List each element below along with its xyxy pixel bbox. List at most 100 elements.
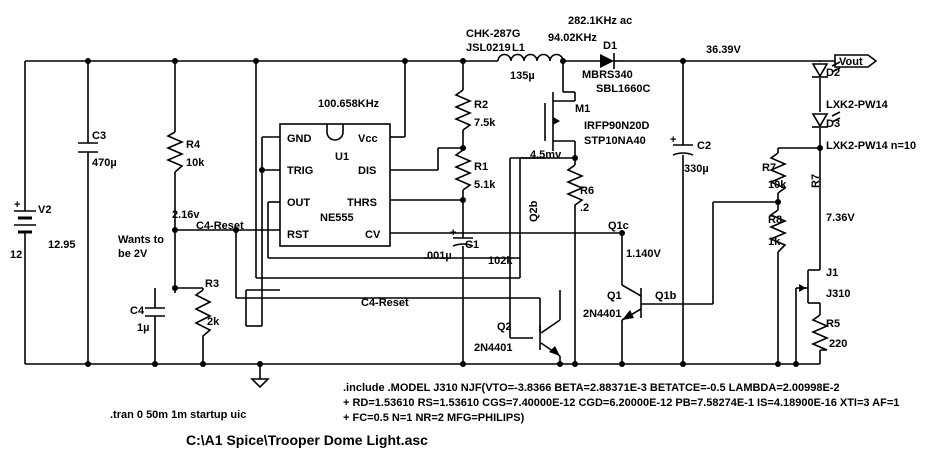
wants-line2: be 2V: [118, 248, 148, 260]
c4-name: C4: [130, 305, 145, 317]
v2-val1: 12.95: [48, 239, 76, 251]
r7-name: R7: [762, 162, 776, 174]
wants-line1: Wants to: [118, 234, 164, 246]
q1c: Q1c: [608, 220, 629, 232]
r6-name: R6: [580, 185, 594, 197]
c4reset-a: C4-Reset: [196, 220, 244, 232]
q2-part: 2N4401: [474, 342, 513, 354]
resistor-r3: [194, 289, 212, 340]
spice-model-line1: .include .MODEL J310 NJF(VTO=-3.8366 BET…: [343, 382, 840, 394]
r4-val: 10k: [186, 157, 205, 169]
c4-val: 1µ: [137, 322, 149, 334]
pin-trig: TRIG: [287, 165, 313, 177]
r4-name: R4: [186, 139, 201, 151]
pin-dis: DIS: [358, 165, 376, 177]
q1-name: Q1: [607, 290, 622, 302]
resistor-r6: [565, 164, 585, 215]
node-216: 2.16v: [172, 209, 200, 221]
l1-name: L1: [512, 42, 525, 54]
v2-name: V2: [38, 204, 51, 216]
c2-name: C2: [697, 140, 711, 152]
q1b: Q1b: [655, 290, 677, 302]
labels: V2 12.95 12 C3 470µ R4 10k 2.16v Wants t…: [10, 15, 916, 448]
q2b: Q2b: [528, 200, 540, 222]
j1-name: J1: [826, 267, 838, 279]
r5-name: R5: [826, 318, 840, 330]
d3-name: D3: [826, 118, 840, 130]
r8-val: 1k: [768, 236, 781, 248]
v2-val2: 12: [10, 249, 22, 261]
u1-part: NE555: [320, 212, 354, 224]
r7-name2: R7: [810, 174, 822, 188]
led-d2: [811, 61, 841, 78]
c1-val1: .001µ: [424, 250, 452, 262]
vout-node: 36.39V: [706, 44, 742, 56]
r5-val: 220: [829, 338, 847, 350]
r2-val: 7.5k: [474, 117, 496, 129]
svg-text:+: +: [670, 134, 676, 146]
spice-model-line3: + FC=0.5 N=1 NR=2 MFG=PHILIPS): [343, 412, 525, 424]
resistor-r2: [453, 89, 473, 131]
capacitor-c4: [145, 307, 165, 317]
l1-part1: CHK-287G: [466, 28, 520, 40]
ground-symbol: [250, 378, 270, 389]
pin-out: OUT: [287, 197, 311, 209]
m1-part1: IRFP90N20D: [584, 120, 649, 132]
vout-label: Vout: [839, 56, 863, 68]
pin-thrs: THRS: [347, 197, 377, 209]
v1140: 1.140V: [626, 248, 662, 260]
capacitor-c3: [78, 142, 98, 153]
file-path: C:\A1 Spice\Trooper Dome Light.asc: [186, 432, 428, 448]
d2-part: LXK2-PW14: [826, 99, 889, 111]
svg-text:+: +: [14, 199, 20, 211]
pin-cv: CV: [365, 229, 381, 241]
c1-name: C1: [465, 239, 479, 251]
l1-val: 135µ: [510, 70, 535, 82]
pin-vcc: Vcc: [358, 133, 378, 145]
c2-val: 330µ: [684, 163, 709, 175]
r1-val: 5.1k: [474, 179, 496, 191]
q2-name: Q2: [497, 321, 512, 333]
ne555-u1: [279, 123, 391, 247]
mosfet-m1: [553, 117, 560, 125]
vout-flag: [834, 54, 878, 68]
d1-part2: SBL1660C: [596, 83, 650, 95]
capacitor-c1: +: [450, 227, 474, 247]
c4reset-b: C4-Reset: [361, 297, 409, 309]
r3-val: 2k: [207, 316, 220, 328]
c3-val: 470µ: [92, 157, 117, 169]
d2-name: D2: [826, 67, 840, 79]
freq-diode: 282.1KHz ac: [568, 15, 632, 27]
inductor-l1: [497, 53, 564, 62]
pin-rst: RST: [287, 229, 309, 241]
jfet-j1: [799, 284, 806, 292]
d1-part1: MBRS340: [582, 69, 633, 81]
resistor-r5: [810, 314, 830, 351]
led-d3: [811, 111, 841, 128]
r6-val: .2: [580, 202, 589, 214]
bjt-arrows: [549, 310, 634, 356]
resistor-r8: [768, 209, 788, 253]
v736: 7.36V: [826, 212, 855, 224]
r2-name: R2: [474, 99, 488, 111]
capacitor-c2: +: [670, 134, 694, 156]
r8-name: R8: [768, 214, 782, 226]
j1-part: J310: [826, 288, 850, 300]
c3-name: C3: [92, 130, 106, 142]
resistor-r1: [453, 149, 473, 191]
junction-dots: [85, 58, 823, 367]
tran-directive: .tran 0 50m 1m startup uic: [110, 409, 246, 421]
r7-val: 10k: [768, 179, 787, 191]
d3-part: LXK2-PW14 n=10: [826, 140, 916, 152]
freq555: 100.658KHz: [318, 98, 380, 110]
m1-name: M1: [575, 103, 590, 115]
r1-name: R1: [474, 161, 488, 173]
r3-name: R3: [205, 278, 219, 290]
svg-text:+: +: [450, 227, 456, 239]
c1-val2: 102k: [488, 255, 513, 267]
battery-v2: +: [14, 199, 36, 235]
mv45: 4.5mv: [530, 149, 562, 161]
spice-model-line2: + RD=1.53610 RS=1.53610 CGS=7.40000E-12 …: [343, 397, 899, 409]
diode-d1: [600, 53, 623, 69]
